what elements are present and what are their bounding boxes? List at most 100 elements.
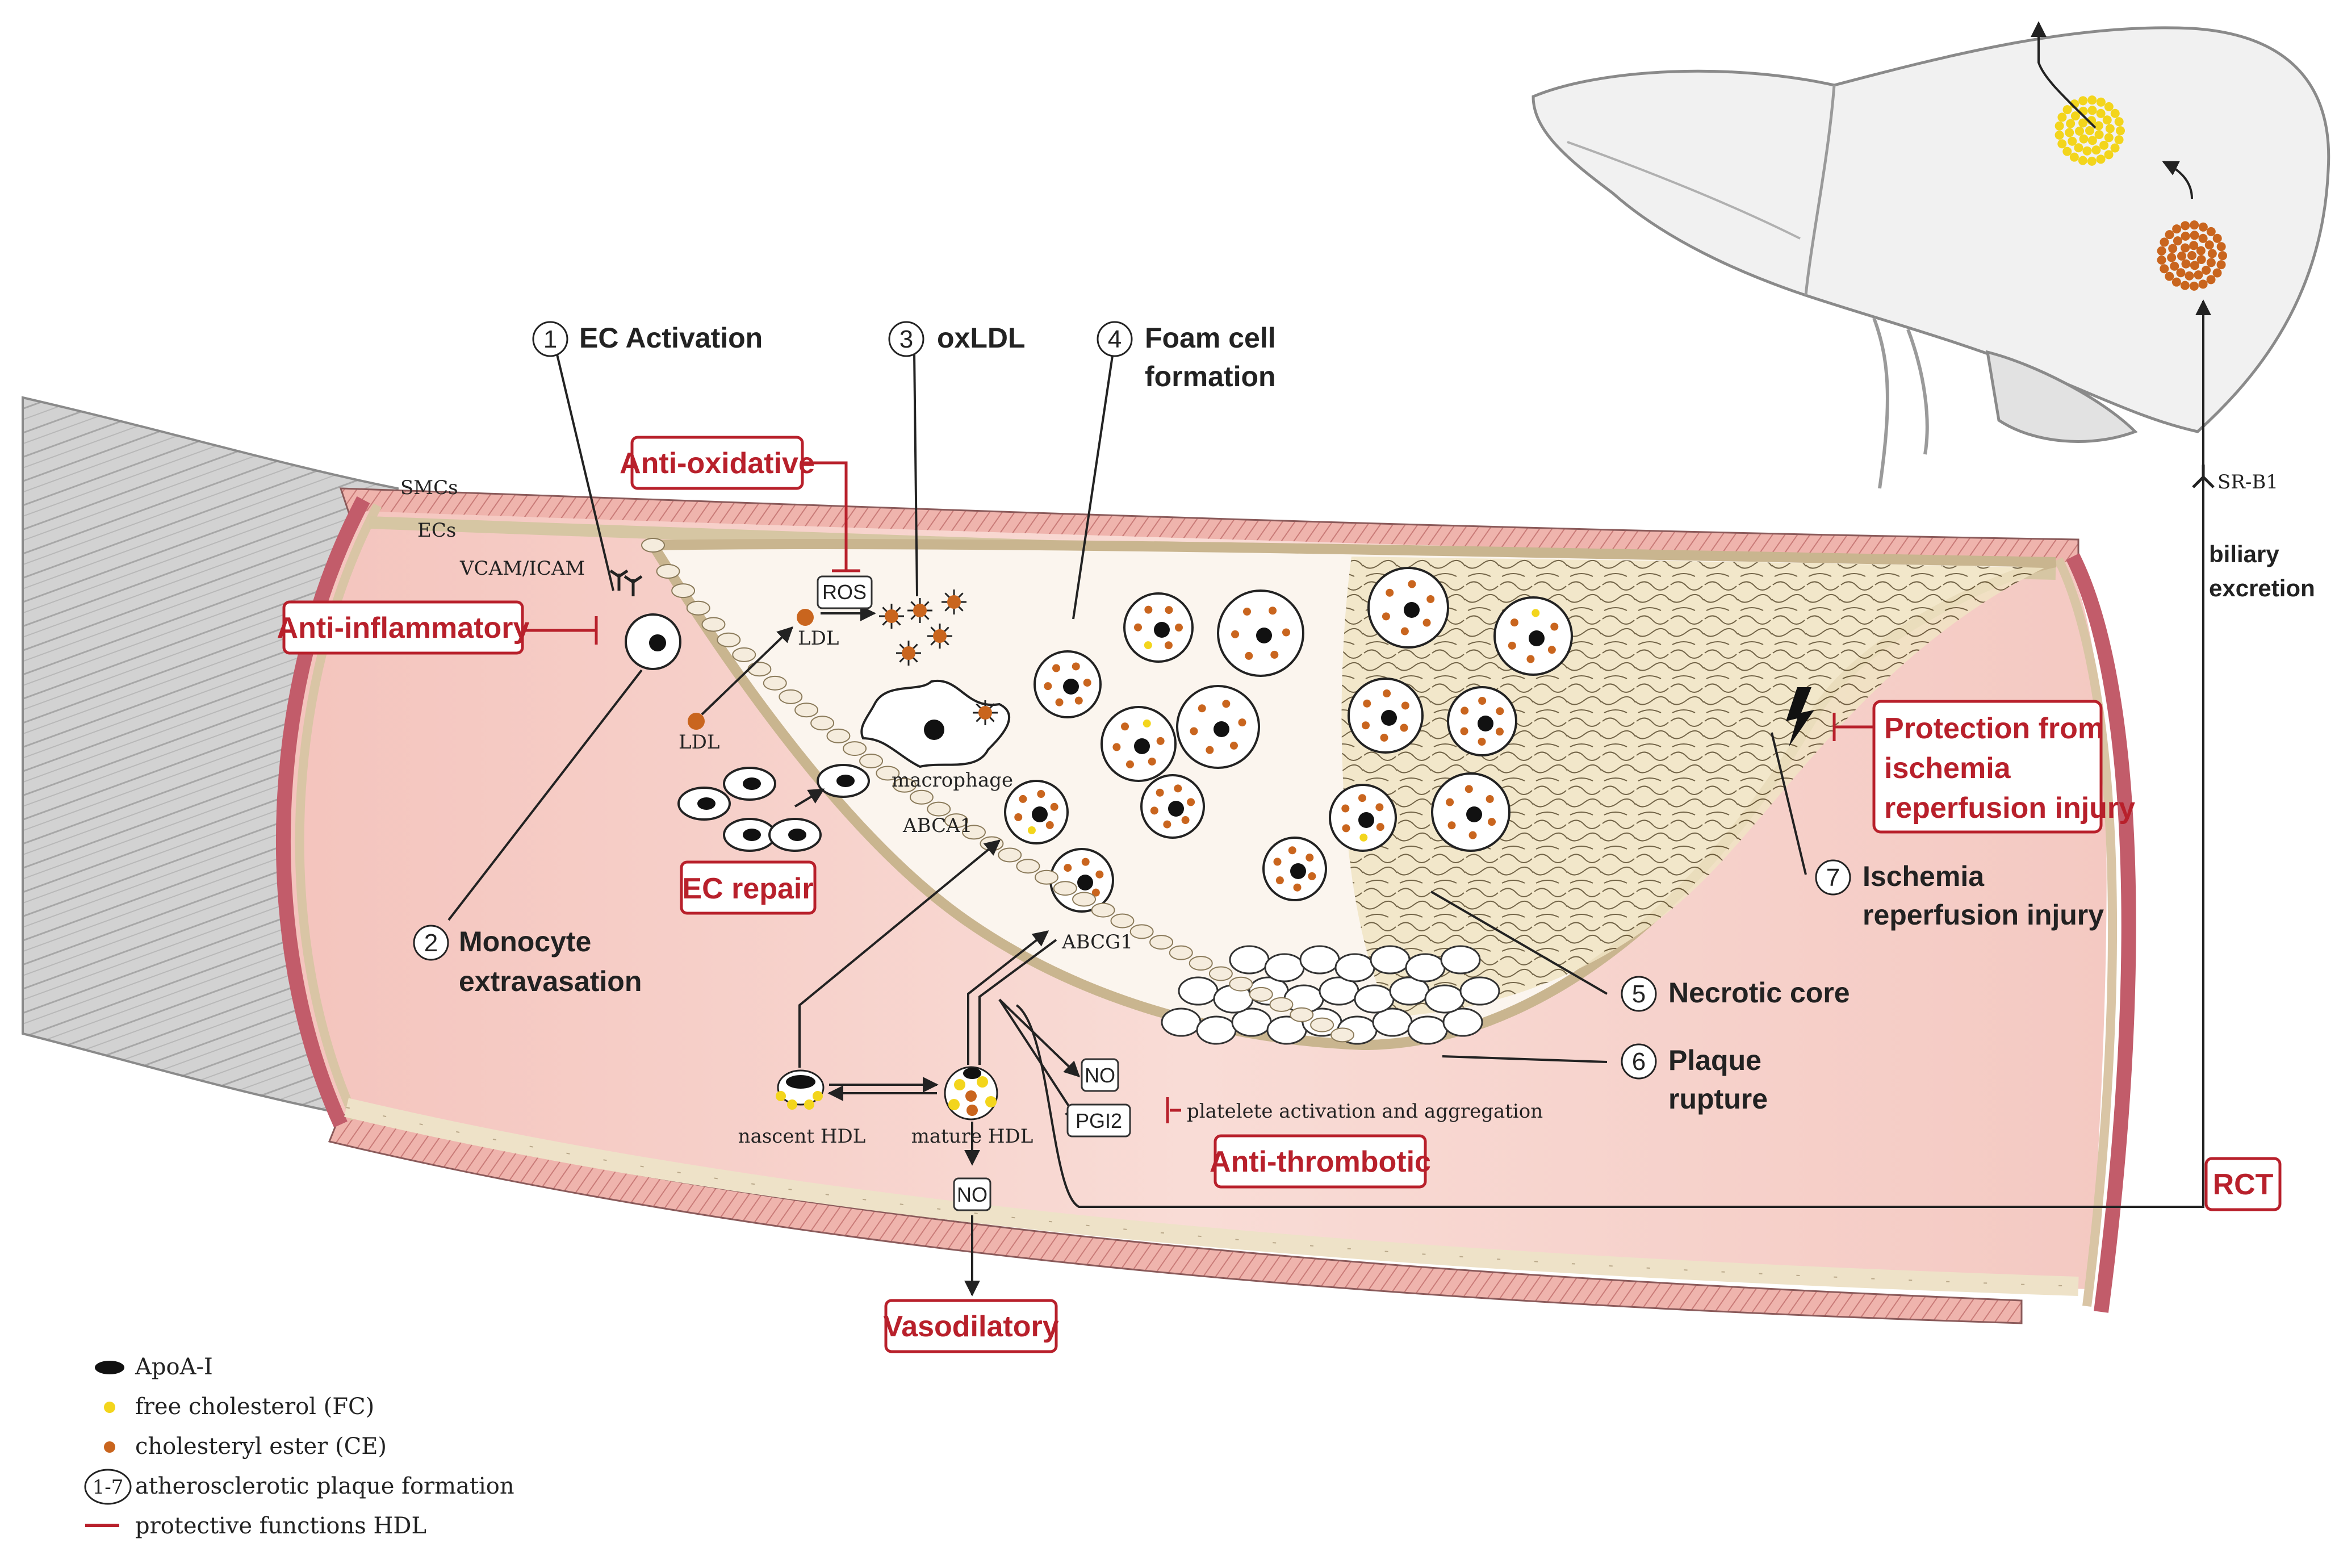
foam-cells	[1004, 567, 1573, 913]
legend-fc-icon	[104, 1402, 115, 1413]
monocyte	[609, 569, 681, 670]
rupture-cell	[1370, 945, 1411, 975]
abca1-label: ABCA1	[902, 814, 972, 837]
oxldl-particle	[896, 641, 921, 666]
endothelial-cell	[962, 825, 986, 840]
step-4-label-2: formation	[1145, 361, 1276, 392]
rupture-cell	[1442, 1007, 1483, 1037]
rupture-cell	[1459, 976, 1500, 1006]
mature-hdl-label: mature HDL	[911, 1125, 1033, 1148]
foam-cell	[1329, 784, 1397, 852]
endothelial-cell	[980, 836, 1004, 851]
endothelial-cell	[701, 617, 726, 632]
ce-dot	[2180, 281, 2190, 290]
legend-ce-icon	[104, 1441, 115, 1453]
ce-dot	[2189, 281, 2199, 291]
sr-b1-label: SR-B1	[2217, 471, 2278, 494]
ce-dot	[2196, 255, 2206, 265]
ce-dot	[2181, 221, 2190, 231]
nascent-hdl-label: nascent HDL	[738, 1125, 866, 1148]
platelet-label: platelete activation and aggregation	[1187, 1100, 1543, 1123]
ce-dot	[2165, 271, 2174, 281]
ce-dot	[2171, 277, 2181, 287]
nascent-hdl-particle	[776, 1069, 825, 1110]
ce-dot	[2181, 243, 2190, 253]
fc-dot	[2115, 126, 2125, 136]
fc-dot	[2114, 117, 2124, 127]
endothelial-cell	[1330, 1027, 1355, 1043]
rupture-cell	[1407, 1015, 1448, 1045]
fc-dot	[2066, 119, 2076, 128]
oxldl-particle	[907, 598, 932, 623]
legend-steps: atherosclerotic plaque formation	[135, 1473, 514, 1499]
endothelial-cell	[810, 716, 835, 731]
repair-cell	[768, 818, 822, 852]
liver-ce-cluster	[2157, 220, 2227, 291]
step-5-number: 5	[1632, 980, 1646, 1008]
rct-label: RCT	[2213, 1168, 2274, 1201]
rupture-cell	[1405, 953, 1446, 982]
endothelial-cell	[732, 647, 756, 662]
ce-dot	[2202, 265, 2211, 275]
ischemia-protection-label-2: ischemia	[1884, 752, 2011, 785]
endothelial-cell	[1149, 935, 1174, 950]
endothelial-cell	[876, 766, 900, 781]
no-label-b: NO	[1085, 1064, 1115, 1087]
fc-dot	[2057, 112, 2067, 122]
endothelial-cell	[763, 675, 787, 691]
ldl-particle-a	[688, 713, 705, 730]
endothelial-cell	[859, 753, 884, 768]
endothelial-cell	[892, 777, 917, 793]
endothelial-cell	[826, 728, 851, 743]
ce-dot	[2194, 270, 2203, 280]
step-3-label: oxLDL	[937, 322, 1026, 354]
endothelial-cell	[1129, 924, 1154, 939]
fc-dot	[2087, 95, 2097, 105]
fc-dot	[2062, 105, 2072, 115]
step-3-number: 3	[899, 325, 913, 353]
repair-cell	[677, 787, 731, 821]
fc-dot	[2057, 139, 2067, 149]
macrophage-label: macrophage	[892, 769, 1013, 792]
fc-dot	[2070, 111, 2080, 121]
fc-dot	[2104, 133, 2114, 143]
step-1-number: 1	[543, 325, 557, 353]
ce-dot	[2165, 230, 2174, 240]
ce-dot	[2167, 253, 2177, 262]
ce-dot	[2170, 261, 2179, 271]
ce-dot	[2157, 255, 2166, 265]
mature-hdl-particle	[944, 1066, 998, 1120]
step-1-label: EC Activation	[579, 322, 763, 354]
step-6-label-1: Plaque	[1668, 1044, 1761, 1076]
inhibition-lines	[522, 461, 1874, 1123]
ce-dot	[2190, 231, 2199, 240]
legend-apoa-icon	[95, 1361, 124, 1374]
smcs-label: SMCs	[400, 476, 458, 499]
ce-dot	[2216, 260, 2226, 270]
fc-dot	[2078, 156, 2087, 165]
ros-label: ROS	[822, 580, 867, 604]
endothelial-cell	[1110, 913, 1135, 929]
liver-arrows	[2031, 21, 2193, 199]
foam-cell	[1140, 774, 1205, 839]
endothelial-cell	[1310, 1017, 1334, 1032]
oxldl-particle	[879, 604, 904, 629]
ce-dot	[2216, 242, 2226, 252]
ce-dot	[2181, 259, 2191, 269]
biliary-label-2: excretion	[2209, 575, 2315, 601]
fc-dot	[2099, 140, 2109, 150]
endothelial-cell	[1189, 956, 1213, 971]
oxldl-particle	[942, 589, 966, 614]
step-number-circles	[413, 321, 1851, 1080]
fc-dot	[2094, 130, 2104, 140]
rupture-cell	[1161, 1007, 1202, 1037]
foam-cell	[1033, 650, 1102, 718]
fc-dot	[2114, 135, 2124, 145]
endothelial-cell	[1269, 997, 1294, 1012]
ce-dot	[2207, 249, 2217, 258]
endothelial-cell	[1249, 986, 1273, 1002]
endothelial-cell	[1016, 859, 1040, 874]
legend-ce: cholesteryl ester (CE)	[135, 1433, 387, 1460]
fc-dot	[2096, 97, 2106, 107]
foam-cell	[1217, 589, 1304, 677]
